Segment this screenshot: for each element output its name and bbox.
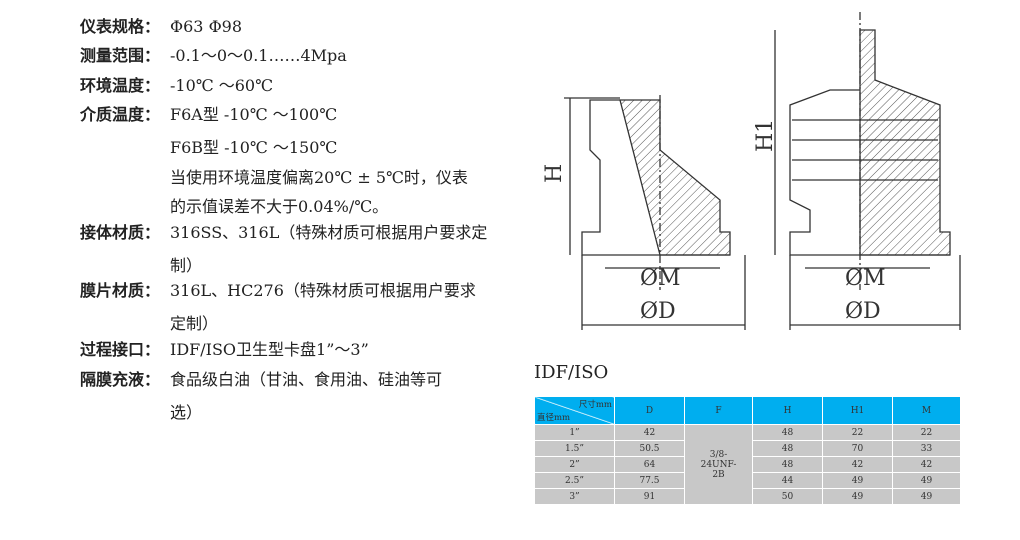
drawing-f6b: H1 ØM ØD [753,12,961,330]
corner-top: 尺寸mm [578,400,612,410]
spec-body-material: 接体材质： 316SS、316L（特殊材质可根据用户要求定 [80,223,487,243]
cell: 49 [892,472,961,489]
cell: 42 [822,456,893,473]
cell: 1” [534,424,615,441]
corner-header: 尺寸mm 直径mm [534,396,615,425]
spec-process-connection: 过程接口： IDF/ISO卫生型卡盘1”～3” [80,340,369,360]
corner-bottom: 直径mm [537,413,571,423]
cell: 2.5” [534,472,615,489]
cell: 64 [614,456,685,473]
header-d: D [614,396,685,425]
dim-d: ØD [640,299,676,324]
technical-drawing: H ØM ØD H1 ØM ØD [542,12,961,330]
spec-cont: 当使用环境温度偏离20℃ ± 5℃时，仪表 [170,168,468,187]
cell: 77.5 [614,472,685,489]
spec-fill-fluid: 隔膜充液： 食品级白油（甘油、食用油、硅油等可 [80,370,442,390]
spec-label: 测量范围： [80,46,161,65]
spec-label: 环境温度： [80,76,161,95]
cell: 22 [892,424,961,441]
spec-label: 介质温度： [80,105,161,124]
cell-f: 3/8-24UNF-2B [684,424,753,505]
spec-label: 过程接口： [80,340,161,359]
spec-cont: F6B型 -10℃ ～150℃ [170,138,338,157]
cell: 2” [534,456,615,473]
spec-label: 隔膜充液： [80,370,161,389]
spec-value: 316L、HC276（特殊材质可根据用户要求 [170,281,476,300]
cell: 33 [892,440,961,457]
cell: 70 [822,440,893,457]
cell: 50 [752,488,823,505]
header-h: H [752,396,823,425]
drawing-f6a: H ØM ØD [542,95,746,330]
cell: 3” [534,488,615,505]
dim-d: ØD [845,299,881,324]
spec-size: 仪表规格： Φ63 Φ98 [80,17,242,37]
spec-cont: 的示值误差不大于0.04%/℃。 [170,197,389,216]
cell: 48 [752,440,823,457]
spec-cont: 定制） [170,314,219,333]
spec-diaphragm-material: 膜片材质： 316L、HC276（特殊材质可根据用户要求 [80,281,476,301]
spec-cont: 制） [170,256,203,275]
spec-cont: 选） [170,403,203,422]
spec-value: Φ63 Φ98 [170,17,243,36]
dim-h: H [542,164,567,183]
cell: 91 [614,488,685,505]
table-title: IDF/ISO [534,362,609,383]
cell: 49 [822,472,893,489]
header-f: F [684,396,753,425]
header-m: M [892,396,961,425]
dim-h1: H1 [753,119,778,152]
spec-range: 测量范围： -0.1～0～0.1……4Mpa [80,46,347,66]
dim-m: ØM [640,266,681,291]
spec-medium-temp: 介质温度： F6A型 -10℃ ～100℃ [80,105,337,125]
spec-label: 仪表规格： [80,17,161,36]
spec-value: F6A型 -10℃ ～100℃ [170,105,338,124]
dim-m: ØM [845,266,886,291]
spec-value: -0.1～0～0.1……4Mpa [170,46,347,65]
spec-value: 316SS、316L（特殊材质可根据用户要求定 [170,223,488,242]
cell: 42 [892,456,961,473]
cell: 49 [822,488,893,505]
spec-label: 接体材质： [80,223,161,242]
cell: 1.5” [534,440,615,457]
table-header: 尺寸mm 直径mm D F H H1 M [534,396,961,425]
cell: 48 [752,424,823,441]
header-h1: H1 [822,396,893,425]
cell: 50.5 [614,440,685,457]
spec-value: -10℃ ～60℃ [170,76,274,95]
spec-value: 食品级白油（甘油、食用油、硅油等可 [170,370,443,389]
cell: 49 [892,488,961,505]
spec-ambient-temp: 环境温度： -10℃ ～60℃ [80,76,273,96]
cell: 48 [752,456,823,473]
cell: 44 [752,472,823,489]
spec-value: IDF/ISO卫生型卡盘1”～3” [170,340,369,359]
cell: 42 [614,424,685,441]
spec-label: 膜片材质： [80,281,161,300]
cell: 22 [822,424,893,441]
